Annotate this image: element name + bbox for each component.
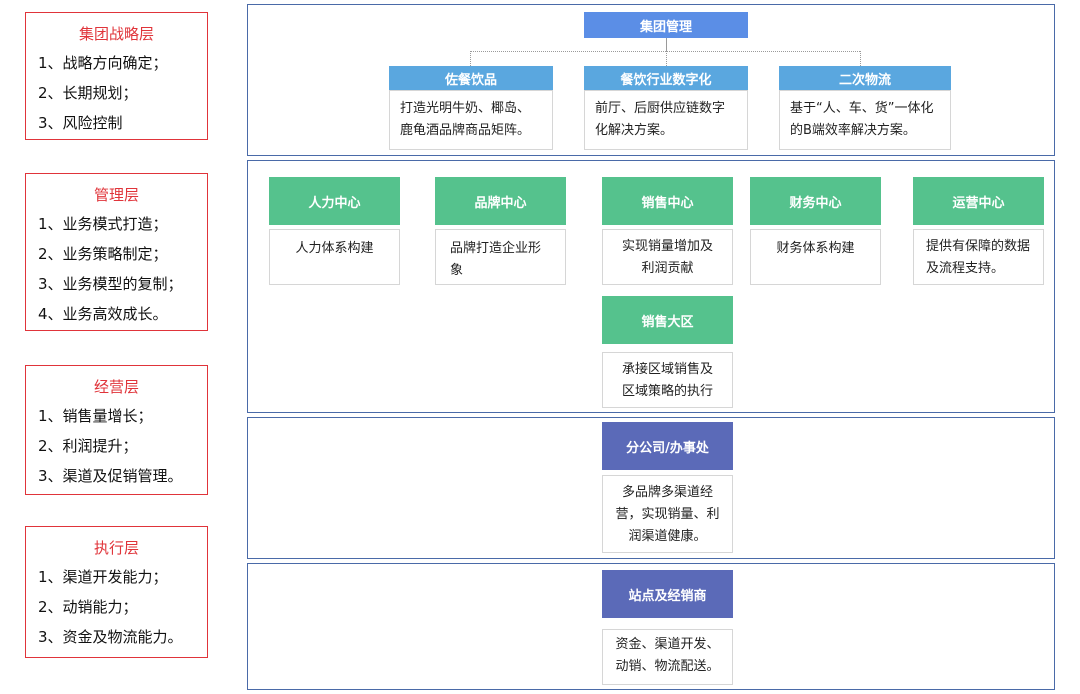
region-desc: 承接区域销售及区域策略的执行 (602, 352, 733, 408)
center-header: 销售中心 (602, 177, 733, 225)
center-desc: 提供有保障的数据及流程支持。 (913, 229, 1044, 285)
connector-line (666, 38, 667, 51)
layer-item: 1、业务模式打造； (38, 215, 168, 233)
layer-item: 3、资金及物流能力。 (38, 628, 183, 646)
layer-box-operation: 经营层 1、销售量增长； 2、利润提升； 3、渠道及促销管理。 (25, 365, 208, 495)
layer-item: 1、销售量增长； (38, 407, 153, 425)
connector-line (470, 51, 860, 52)
connector-line (470, 51, 471, 66)
layer-box-execution: 执行层 1、渠道开发能力； 2、动销能力； 3、资金及物流能力。 (25, 526, 208, 658)
frame-branch: 分公司/办事处 多品牌多渠道经营，实现销量、利润渠道健康。 (247, 417, 1055, 559)
layer-item: 3、渠道及促销管理。 (38, 467, 183, 485)
dealer-header: 站点及经销商 (602, 570, 733, 618)
unit-desc: 打造光明牛奶、椰岛、鹿龟酒品牌商品矩阵。 (389, 90, 553, 150)
region-header: 销售大区 (602, 296, 733, 344)
layer-box-strategy: 集团战略层 1、战略方向确定； 2、长期规划； 3、风险控制 (25, 12, 208, 140)
dealer-desc: 资金、渠道开发、动销、物流配送。 (602, 629, 733, 685)
layer-item: 2、动销能力； (38, 598, 138, 616)
center-desc: 品牌打造企业形象 (435, 229, 566, 285)
unit-desc: 前厅、后厨供应链数字化解决方案。 (584, 90, 748, 150)
unit-desc: 基于“人、车、货”一体化的B端效率解决方案。 (779, 90, 951, 150)
branch-header: 分公司/办事处 (602, 422, 733, 470)
center-desc: 人力体系构建 (269, 229, 400, 285)
frame-dealer: 站点及经销商 资金、渠道开发、动销、物流配送。 (247, 563, 1055, 690)
layer-item: 1、战略方向确定； (38, 54, 168, 72)
unit-header: 佐餐饮品 (389, 66, 553, 90)
center-header: 品牌中心 (435, 177, 566, 225)
center-header: 人力中心 (269, 177, 400, 225)
layer-title: 集团战略层 (78, 25, 154, 43)
layer-item: 3、风险控制 (38, 114, 123, 132)
connector-line (666, 51, 667, 66)
layer-item: 2、业务策略制定； (38, 245, 168, 263)
group-header: 集团管理 (584, 12, 748, 38)
layer-box-management: 管理层 1、业务模式打造； 2、业务策略制定； 3、业务模型的复制； 4、业务高… (25, 173, 208, 331)
layer-title: 执行层 (93, 539, 139, 557)
unit-header: 二次物流 (779, 66, 951, 90)
center-header: 财务中心 (750, 177, 881, 225)
center-header: 运营中心 (913, 177, 1044, 225)
frame-group: 集团管理 佐餐饮品 打造光明牛奶、椰岛、鹿龟酒品牌商品矩阵。 餐饮行业数字化 前… (247, 4, 1055, 156)
layer-item: 2、利润提升； (38, 437, 138, 455)
layer-item: 1、渠道开发能力； (38, 568, 168, 586)
layer-title: 管理层 (93, 186, 139, 204)
connector-line (860, 51, 861, 66)
center-desc: 实现销量增加及利润贡献 (602, 229, 733, 285)
frame-management: 人力中心 人力体系构建 品牌中心 品牌打造企业形象 销售中心 实现销量增加及利润… (247, 160, 1055, 413)
layer-item: 3、业务模型的复制； (38, 275, 183, 293)
unit-header: 餐饮行业数字化 (584, 66, 748, 90)
branch-desc: 多品牌多渠道经营，实现销量、利润渠道健康。 (602, 475, 733, 553)
layer-item: 2、长期规划； (38, 84, 138, 102)
layer-item: 4、业务高效成长。 (38, 305, 168, 323)
center-desc: 财务体系构建 (750, 229, 881, 285)
layer-title: 经营层 (93, 378, 139, 396)
